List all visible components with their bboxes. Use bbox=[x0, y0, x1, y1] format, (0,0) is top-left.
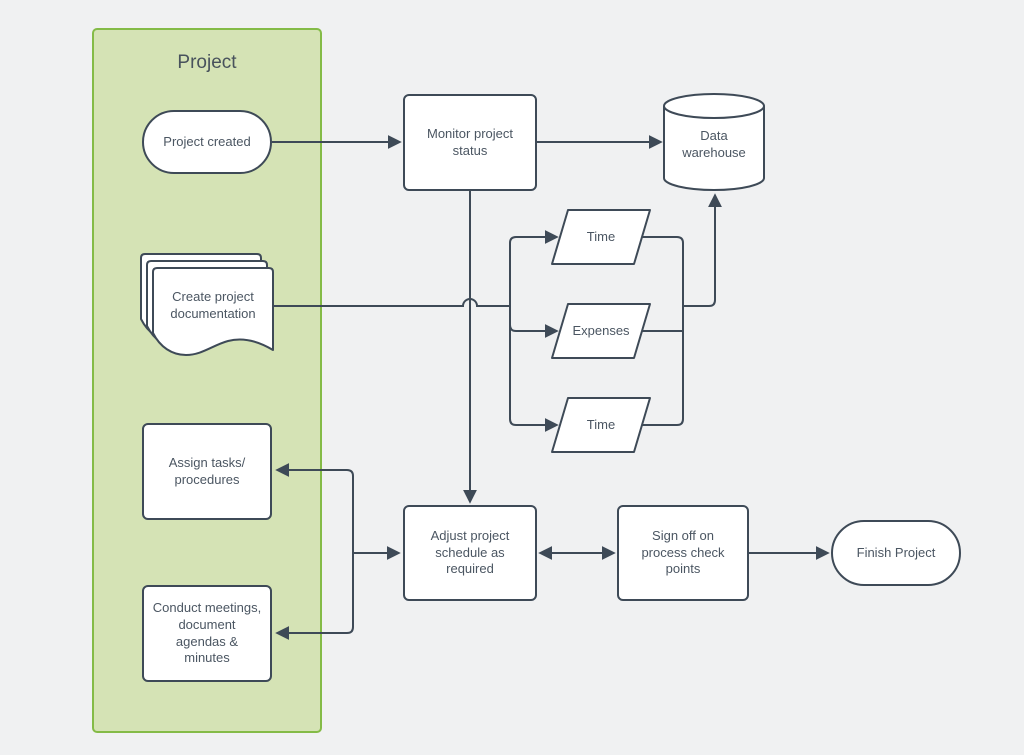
parallelogram-time-1 bbox=[551, 209, 651, 265]
node-finish-project-label: Finish Project bbox=[856, 544, 936, 560]
node-project-created-label: Project created bbox=[163, 133, 251, 149]
edge-adjust-to-assign-and-conduct bbox=[275, 463, 354, 640]
node-monitor-status: Monitor project status bbox=[403, 94, 537, 191]
node-time-1-label: Time bbox=[586, 228, 616, 244]
node-project-created: Project created bbox=[142, 110, 272, 174]
node-finish-project: Finish Project bbox=[831, 520, 961, 586]
edge-collector-to-warehouse bbox=[683, 193, 722, 307]
edge-documentation-to-expenses bbox=[509, 324, 559, 338]
edge-documentation-branch-in bbox=[274, 298, 510, 307]
parallelogram-time-2 bbox=[551, 397, 651, 453]
node-sign-off: Sign off on process check points bbox=[617, 505, 749, 601]
multi-document-shape bbox=[140, 253, 274, 356]
node-data-warehouse-label: Data warehouse bbox=[682, 128, 746, 160]
edge-documentation-to-time2 bbox=[509, 306, 559, 432]
node-assign-tasks: Assign tasks/ procedures bbox=[142, 423, 272, 520]
node-time-2-label: Time bbox=[586, 416, 616, 432]
document-front-page bbox=[152, 267, 274, 356]
swimlane-title: Project bbox=[177, 52, 237, 73]
parallelogram-expenses bbox=[551, 303, 651, 359]
node-create-documentation-label: Create project documentation bbox=[170, 289, 256, 321]
node-sign-off-label: Sign off on process check points bbox=[641, 528, 725, 577]
node-conduct-meetings: Conduct meetings, document agendas & min… bbox=[142, 585, 272, 682]
node-adjust-schedule: Adjust project schedule as required bbox=[403, 505, 537, 601]
node-monitor-status-label: Monitor project status bbox=[427, 125, 513, 158]
node-conduct-meetings-label: Conduct meetings, document agendas & min… bbox=[152, 600, 262, 666]
node-expenses-label: Expenses bbox=[572, 322, 630, 338]
node-adjust-schedule-label: Adjust project schedule as required bbox=[430, 528, 510, 577]
node-assign-tasks-label: Assign tasks/ procedures bbox=[168, 454, 246, 487]
edge-documentation-to-time1 bbox=[509, 230, 559, 306]
database-cylinder-shape bbox=[663, 93, 765, 191]
